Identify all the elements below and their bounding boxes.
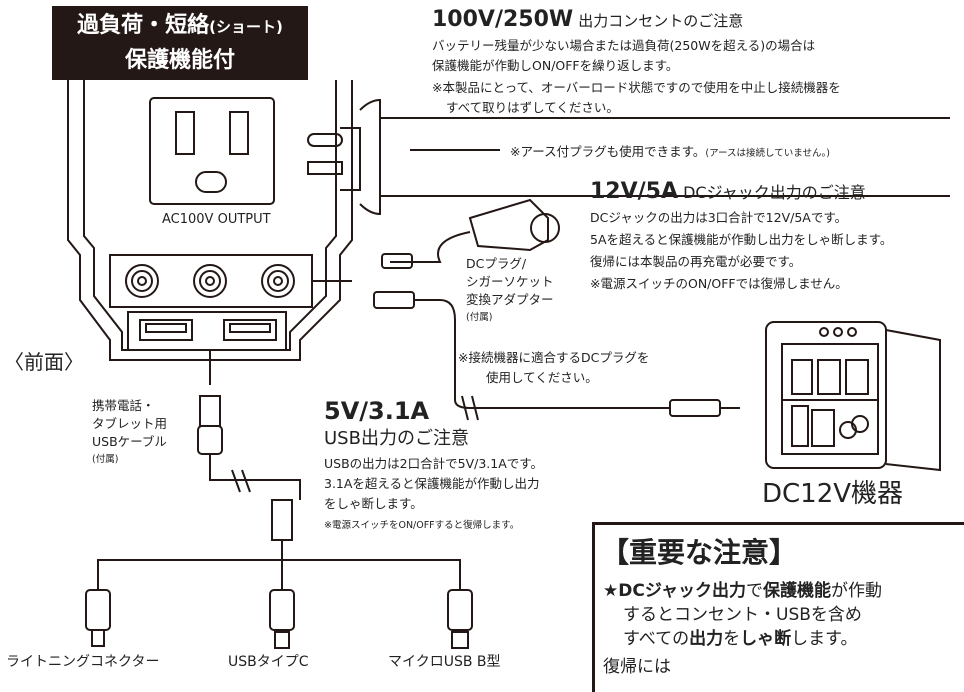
- outlet-label: AC100V OUTPUT: [162, 212, 271, 227]
- ac-line2: 保護機能が作動しON/OFFを繰り返します。: [432, 58, 679, 73]
- lightning-plug: [85, 589, 111, 631]
- ac-line4: すべて取りはずしてください。: [446, 100, 619, 115]
- plug-note: ※アース付プラグも使用できます。(アースは接続していません。): [510, 144, 830, 160]
- dc-plug: [373, 291, 415, 309]
- ac-heading-bold: 100V/250W: [432, 7, 574, 32]
- outlet-slot-left: [175, 111, 195, 155]
- plug-note-main: ※アース付プラグも使用できます。: [510, 144, 706, 159]
- front-label: 〈前面〉: [4, 350, 84, 374]
- usb-cable-line3: USBケーブル: [92, 434, 167, 449]
- dc-line1: DCジャックの出力は3口合計で12V/5Aです。: [590, 210, 848, 225]
- adapter-line1: DCプラグ/: [466, 256, 527, 271]
- usb-cable-line1: 携帯電話・: [92, 398, 155, 413]
- protection-title-small: (ショート): [209, 18, 283, 36]
- important-line4: 復帰には: [603, 657, 671, 677]
- usb-cable-note: (付属): [92, 454, 119, 465]
- cigar-adapter: [468, 198, 549, 252]
- usb-cable-line2: タブレット用: [92, 416, 168, 431]
- important-line3: すべての出力をしゃ断します。: [623, 629, 858, 649]
- dc-line2: 5Aを超えると保護機能が作動し出力をしゃ断します。: [590, 232, 893, 247]
- device-body-outline: [67, 80, 353, 361]
- product-illustration: [67, 80, 950, 649]
- usb-line3: をしゃ断します。: [324, 496, 423, 511]
- important-notice-box: 【重要な注意】 ★DCジャック出力で保護機能が作動 するとコンセント・USBを含…: [592, 522, 964, 692]
- ac-plug: [340, 127, 361, 191]
- microb-label: マイクロUSB B型: [388, 654, 501, 670]
- adapter-line3: 変換アダプター: [466, 292, 554, 307]
- fridge-body: [765, 321, 887, 469]
- dc-plug-note-line2: 使用してください。: [486, 370, 598, 385]
- outlet-panel: [149, 97, 275, 205]
- dc-jack-3: [261, 264, 295, 298]
- important-line1: ★DCジャック出力で保護機能が作動: [603, 581, 882, 601]
- lightning-label: ライトニングコネクター: [6, 654, 160, 670]
- important-title: 【重要な注意】: [601, 536, 798, 569]
- protection-title-box: 過負荷・短絡(ショート) 保護機能付: [52, 6, 308, 80]
- typec-plug: [269, 589, 295, 631]
- dc-jack-2: [193, 264, 227, 298]
- outlet-ground: [195, 171, 227, 193]
- dc-line4: ※電源スイッチのON/OFFでは復帰しません。: [590, 276, 848, 291]
- typec-label: USBタイプC: [228, 654, 309, 670]
- usb-heading-bold: 5V/3.1A: [324, 397, 430, 425]
- microb-plug: [447, 589, 473, 631]
- dc-heading-bold: 12V/5A: [590, 179, 679, 204]
- ac-heading: 100V/250W 出力コンセントのご注意: [432, 6, 743, 34]
- usb-port-2: [223, 319, 277, 341]
- usb-port-panel: [127, 311, 287, 351]
- protection-title-line2: 保護機能付: [124, 48, 235, 73]
- device-label: DC12V機器: [762, 479, 904, 509]
- usb-line2: 3.1Aを超えると保護機能が作動し出力: [324, 476, 540, 491]
- ac-line3: ※本製品にとって、オーバーロード状態ですので使用を中止し接続機器を: [432, 80, 841, 95]
- dc-heading-rest: DCジャック出力のご注意: [683, 183, 866, 202]
- adapter-note: (付属): [466, 312, 493, 323]
- protection-title-line1: 過負荷・短絡: [77, 13, 210, 38]
- usb-heading-sub: USB出力のご注意: [324, 428, 469, 449]
- dc-heading: 12V/5A DCジャック出力のご注意: [590, 178, 866, 206]
- dc-line3: 復帰には本製品の再充電が必要です。: [590, 254, 802, 269]
- ac-heading-rest: 出力コンセントのご注意: [578, 12, 744, 30]
- adapter-line2: シガーソケット: [466, 274, 554, 289]
- outlet-slot-right: [229, 111, 249, 155]
- fridge-door: [885, 329, 941, 472]
- plug-note-small: (アースは接続していません。): [705, 148, 830, 159]
- usb-a-plug: [199, 395, 221, 427]
- important-line2: するとコンセント・USBを含め: [623, 605, 862, 625]
- usb-line1: USBの出力は2口合計で5V/3.1Aです。: [324, 456, 544, 471]
- dc-jack-1: [125, 264, 159, 298]
- usb-port-1: [139, 319, 193, 341]
- usb-note: ※電源スイッチをON/OFFすると復帰します。: [324, 520, 520, 531]
- dc-plug-note-line1: ※接続機器に適合するDCプラグを: [458, 350, 650, 365]
- ac-line1: バッテリー残量が少ない場合または過負荷(250Wを超える)の場合は: [432, 38, 816, 53]
